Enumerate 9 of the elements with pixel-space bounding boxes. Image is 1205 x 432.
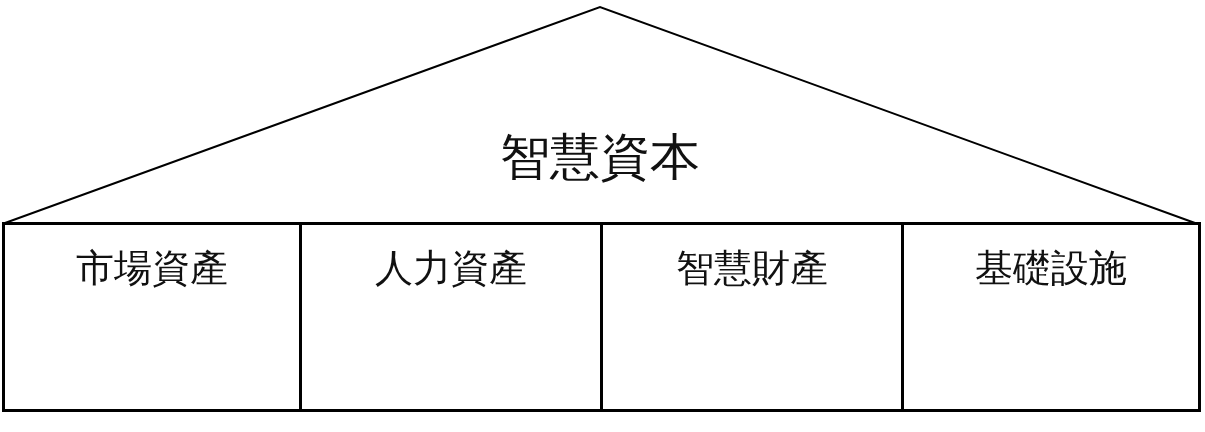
- category-box: [2, 222, 302, 412]
- category-box: [600, 222, 904, 412]
- category-label: 基礎設施: [975, 245, 1127, 292]
- roof-label: 智慧資本: [500, 127, 700, 188]
- category-label: 市場資產: [76, 245, 228, 292]
- category-label: 人力資產: [375, 245, 527, 292]
- category-box: [901, 222, 1201, 412]
- category-box: [299, 222, 603, 412]
- category-label: 智慧財產: [676, 245, 828, 292]
